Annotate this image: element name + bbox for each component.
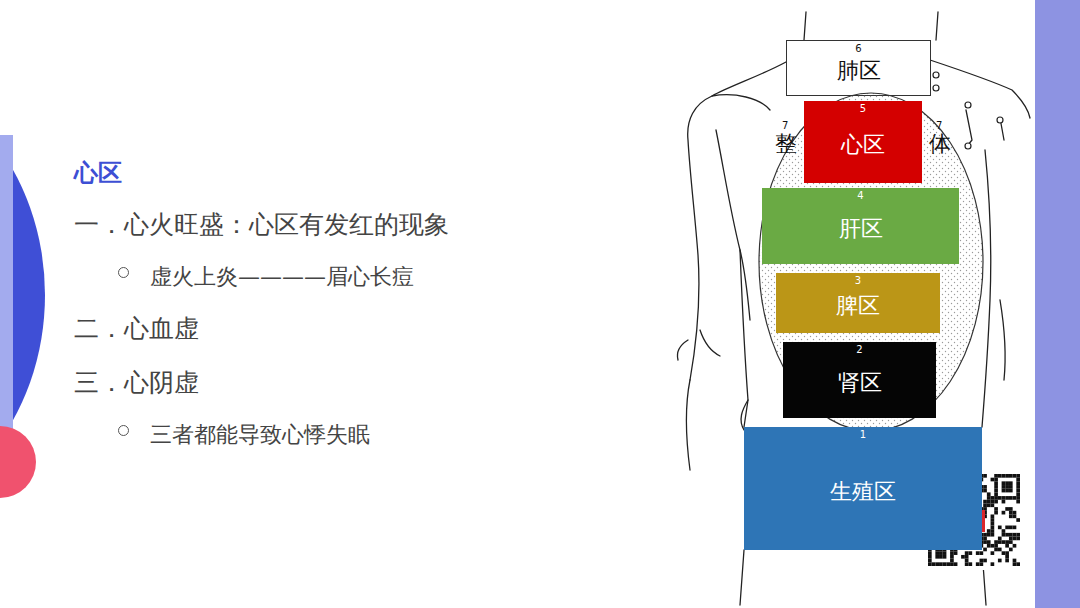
list-item: 二．心血虚 (74, 312, 199, 345)
slide-title: 心区 (74, 157, 122, 189)
callout-number: 7 (936, 120, 942, 131)
region-box: 2 肾区 (783, 342, 936, 418)
list-item: 一．心火旺盛：心区有发红的现象 (74, 208, 449, 241)
list-bullet (118, 425, 129, 436)
region-box: 4 肝区 (762, 188, 959, 264)
red-circle (0, 426, 36, 498)
callout-number: 6 (787, 43, 930, 55)
region-name: 整 (775, 132, 797, 156)
list-item: 三．心阴虚 (74, 366, 199, 399)
sub-item: 三者都能导致心悸失眠 (150, 420, 370, 450)
region-box: 6 肺区 (786, 40, 931, 96)
region-name: 脾区 (836, 293, 880, 319)
list-bullet (118, 267, 129, 278)
blue-circle (0, 67, 45, 523)
region-name: 肝区 (839, 216, 883, 242)
whole-body-ellipse: 7整7体5心区4肝区3脾区2肾区 (758, 92, 984, 432)
light-strip (0, 135, 13, 470)
region-box: 3 脾区 (776, 273, 940, 333)
callout-number: 1 (744, 429, 982, 441)
side-bar (1035, 0, 1080, 608)
callout-number: 7 (782, 120, 788, 131)
callout-number: 4 (762, 190, 959, 202)
region-name: 心区 (841, 132, 885, 158)
callout-number: 2 (783, 344, 936, 356)
region-name: 体 (929, 132, 951, 156)
region-box: 5 心区 (804, 101, 922, 183)
callout-number: 5 (804, 103, 922, 115)
region-box: 1 生殖区 (744, 427, 982, 550)
region-name: 肺区 (837, 58, 881, 84)
callout-number: 3 (776, 275, 940, 287)
region-name: 生殖区 (830, 479, 896, 505)
sub-item: 虚火上炎————眉心长痘 (150, 262, 414, 292)
region-name: 肾区 (838, 370, 882, 396)
